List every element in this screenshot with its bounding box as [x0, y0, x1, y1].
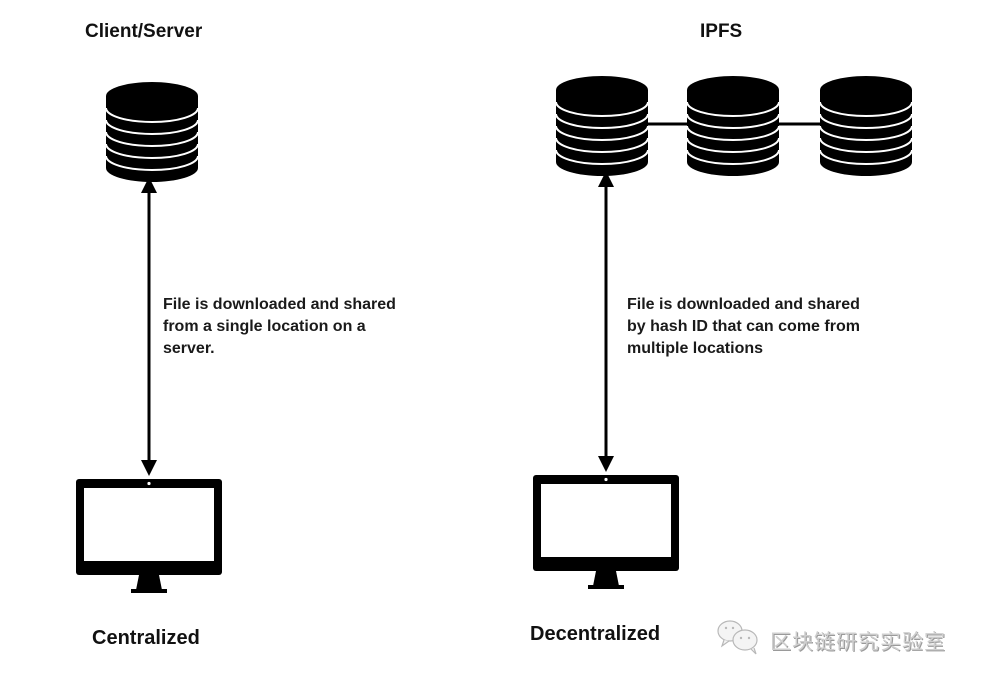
- ipfs-title: IPFS: [700, 21, 743, 42]
- client-server-description: File is downloaded and shared from a sin…: [163, 296, 396, 357]
- client-server-title: Client/Server: [85, 21, 203, 42]
- ipfs-description: File is downloaded and shared by hash ID…: [627, 296, 860, 357]
- watermark-text: 区块链研究实验室: [770, 630, 946, 654]
- client-monitor-icon: [533, 475, 679, 589]
- wechat-icon: [717, 620, 758, 655]
- decentralized-label: Decentralized: [530, 623, 661, 645]
- bidirectional-arrow: [598, 171, 614, 472]
- bidirectional-arrow: [141, 177, 157, 476]
- server-database-icon: [105, 81, 199, 183]
- ipfs-node-database-icon: [819, 75, 913, 177]
- centralized-label: Centralized: [92, 627, 200, 649]
- ipfs-node-database-icon: [555, 75, 649, 177]
- client-monitor-icon: [76, 479, 222, 593]
- ipfs-node-database-icon: [686, 75, 780, 177]
